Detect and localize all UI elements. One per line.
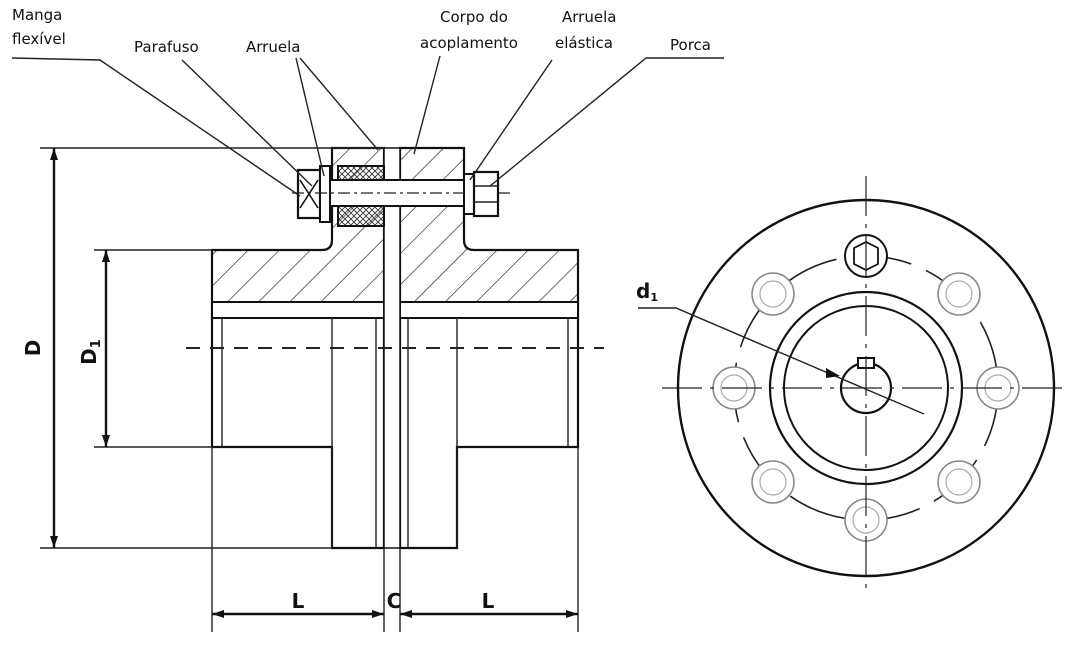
dim-d1-small-label: d bbox=[636, 279, 650, 303]
callouts: Manga flexível Parafuso Arruela Corpo do… bbox=[11, 6, 724, 197]
bore-band-left bbox=[211, 301, 385, 319]
section-view bbox=[186, 146, 604, 550]
dim-l-left-label: L bbox=[292, 589, 305, 613]
bore-band-right bbox=[399, 301, 579, 319]
leader-arruela-1 bbox=[295, 57, 325, 177]
bolt-shank bbox=[329, 179, 469, 207]
label-parafuso: Parafuso bbox=[134, 38, 199, 56]
bolt-hole-5 bbox=[751, 460, 795, 504]
label-corpo-do: Corpo do bbox=[440, 8, 508, 26]
washer-left bbox=[319, 165, 331, 223]
spring-washer bbox=[463, 173, 475, 215]
label-flexivel: flexível bbox=[12, 30, 66, 48]
leader-manga bbox=[11, 57, 301, 197]
label-arruela: Arruela bbox=[246, 38, 300, 56]
leader-porca bbox=[489, 57, 724, 187]
svg-text:D1: D1 bbox=[77, 339, 104, 365]
leader-arruela-2 bbox=[299, 57, 379, 151]
label-arruela-elastica-1: Arruela bbox=[562, 8, 616, 26]
dimension-l-c-l: L C L bbox=[211, 447, 579, 632]
dim-d1-sub: 1 bbox=[89, 339, 104, 348]
label-porca: Porca bbox=[670, 36, 711, 54]
bolt-hole-2 bbox=[937, 272, 981, 316]
dim-c-label: C bbox=[387, 589, 402, 613]
dim-l-right-label: L bbox=[482, 589, 495, 613]
dim-d1-label: D bbox=[77, 348, 101, 365]
label-arruela-elastica-2: elástica bbox=[555, 34, 613, 52]
leader-corpo bbox=[413, 55, 441, 155]
label-acoplamento: acoplamento bbox=[420, 34, 518, 52]
svg-text:d1: d1 bbox=[636, 279, 658, 304]
label-manga: Manga bbox=[12, 6, 62, 24]
bolt-hole-1 bbox=[751, 272, 795, 316]
dim-d-label: D bbox=[21, 340, 45, 357]
bolt-head-cross bbox=[299, 179, 319, 209]
dimension-d: D bbox=[21, 147, 384, 549]
dim-d1-small-sub: 1 bbox=[650, 291, 658, 304]
leader-arruela-elastica bbox=[469, 59, 553, 181]
leader-d1 bbox=[638, 307, 925, 415]
bolt-hole-6 bbox=[937, 460, 981, 504]
front-view: d1 bbox=[636, 176, 1070, 588]
leader-parafuso bbox=[181, 59, 313, 187]
nut bbox=[472, 170, 500, 218]
dimension-d1: D1 bbox=[77, 249, 212, 448]
